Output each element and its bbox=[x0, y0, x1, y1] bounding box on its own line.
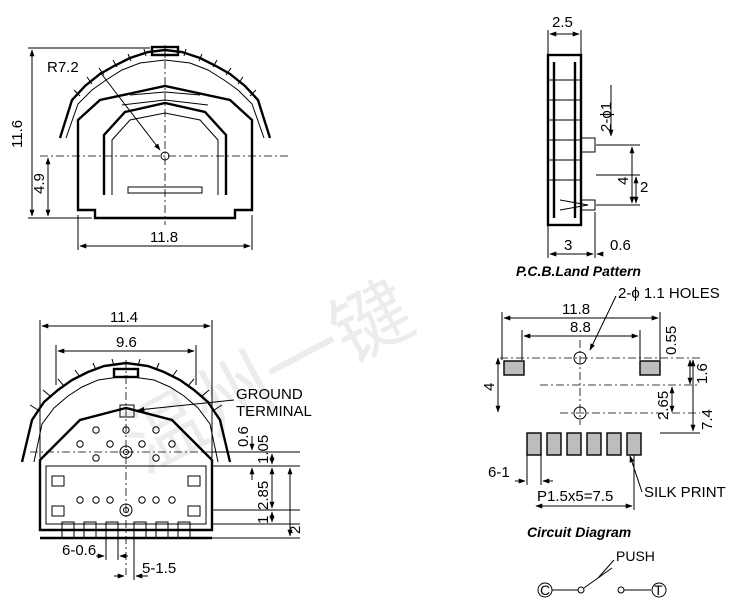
left-height-label: 4 bbox=[481, 383, 498, 391]
dim-1-05-label: 1.05 bbox=[255, 435, 272, 464]
circuit-diagram: PUSH C T bbox=[537, 548, 667, 598]
terminal-t-label: T bbox=[654, 582, 663, 598]
switch-node-left bbox=[577, 586, 585, 594]
corner-box-right bbox=[187, 475, 201, 487]
hole-pitch-label: 8.8 bbox=[570, 319, 591, 336]
body-outline bbox=[76, 84, 254, 220]
bottom-inner-width-label: 9.6 bbox=[116, 334, 137, 351]
bottom-body bbox=[38, 406, 214, 532]
pitch-label: P1.5x5=7.5 bbox=[537, 488, 613, 505]
land-pad-right bbox=[639, 360, 661, 376]
land-pin bbox=[566, 432, 582, 456]
land-pin bbox=[546, 432, 562, 456]
pin-pitch-outer-label: 4 bbox=[615, 177, 632, 185]
switch-node-right bbox=[617, 586, 625, 594]
ground-label-line2: TERMINAL bbox=[236, 403, 312, 420]
pad-height-label: 1.6 bbox=[694, 363, 711, 384]
ground-label-line1: GROUND bbox=[236, 386, 303, 403]
land-pin bbox=[626, 432, 642, 456]
holes-label: 2-ϕ 1.1 HOLES bbox=[618, 285, 720, 302]
land-pin bbox=[526, 432, 542, 456]
pad-width-label: 0.55 bbox=[663, 326, 680, 355]
land-pin bbox=[606, 432, 622, 456]
bottom-outer-width-label: 11.4 bbox=[110, 309, 138, 326]
dim-0-6-label: 0.6 bbox=[235, 426, 252, 447]
pin-dia-label: 2-ϕ1 bbox=[598, 102, 615, 132]
pin-width-label: 6-1 bbox=[488, 464, 510, 481]
width-label: 11.8 bbox=[150, 229, 178, 246]
terminal-t-circle bbox=[651, 582, 667, 598]
pin-pitch-label: 5-1.5 bbox=[142, 560, 176, 577]
top-left-view: R7.2 11.6 4.9 11.8 bbox=[9, 45, 290, 250]
height-total-label: 11.6 bbox=[9, 120, 26, 148]
silk-print-label: SILK PRINT bbox=[644, 484, 726, 501]
land-pin bbox=[586, 432, 602, 456]
pcb-land-pattern-title: P.C.B.Land Pattern bbox=[516, 263, 641, 279]
bottom-wheel-teeth bbox=[29, 358, 223, 411]
outer-width-label: 11.8 bbox=[562, 301, 590, 318]
side-view: 2.5 2-ϕ1 4 2 3 0.6 P.C.B.Land Pattern bbox=[516, 14, 648, 279]
circuit-diagram-title: Circuit Diagram bbox=[527, 524, 631, 540]
pin-size-label: 6-0.6 bbox=[62, 542, 96, 559]
wheel-teeth bbox=[73, 47, 257, 97]
land-pad-left bbox=[503, 360, 525, 376]
dim-2-85-label: 2.85 bbox=[255, 481, 272, 510]
corner-box-left bbox=[51, 475, 65, 487]
hole-to-row-label: 2.65 bbox=[655, 391, 672, 420]
total-height-label: 7.4 bbox=[699, 409, 716, 430]
pin-offset-label: 0.6 bbox=[610, 237, 631, 254]
depth-label: 3 bbox=[564, 237, 572, 254]
height-center-label: 4.9 bbox=[31, 173, 48, 194]
pin-pitch-inner-label: 2 bbox=[640, 179, 648, 196]
dim-2-label: 2 bbox=[287, 526, 304, 534]
ground-tab bbox=[119, 404, 135, 418]
thickness-label: 2.5 bbox=[552, 14, 573, 31]
terminal-c-label: C bbox=[540, 582, 550, 598]
push-label: PUSH bbox=[616, 548, 655, 564]
dim-1-label: 1 bbox=[255, 516, 272, 524]
contact-holes bbox=[76, 426, 176, 504]
land-pin-row bbox=[526, 432, 642, 456]
pcb-land-pattern: 2-ϕ 1.1 HOLES 11.8 8.8 0.55 4 1.6 2.65 bbox=[481, 285, 726, 540]
radius-label: R7.2 bbox=[47, 59, 79, 76]
bottom-left-view: 11.4 9.6 GROUND TERMINAL 0.6 1.05 2.85 1… bbox=[20, 309, 312, 580]
